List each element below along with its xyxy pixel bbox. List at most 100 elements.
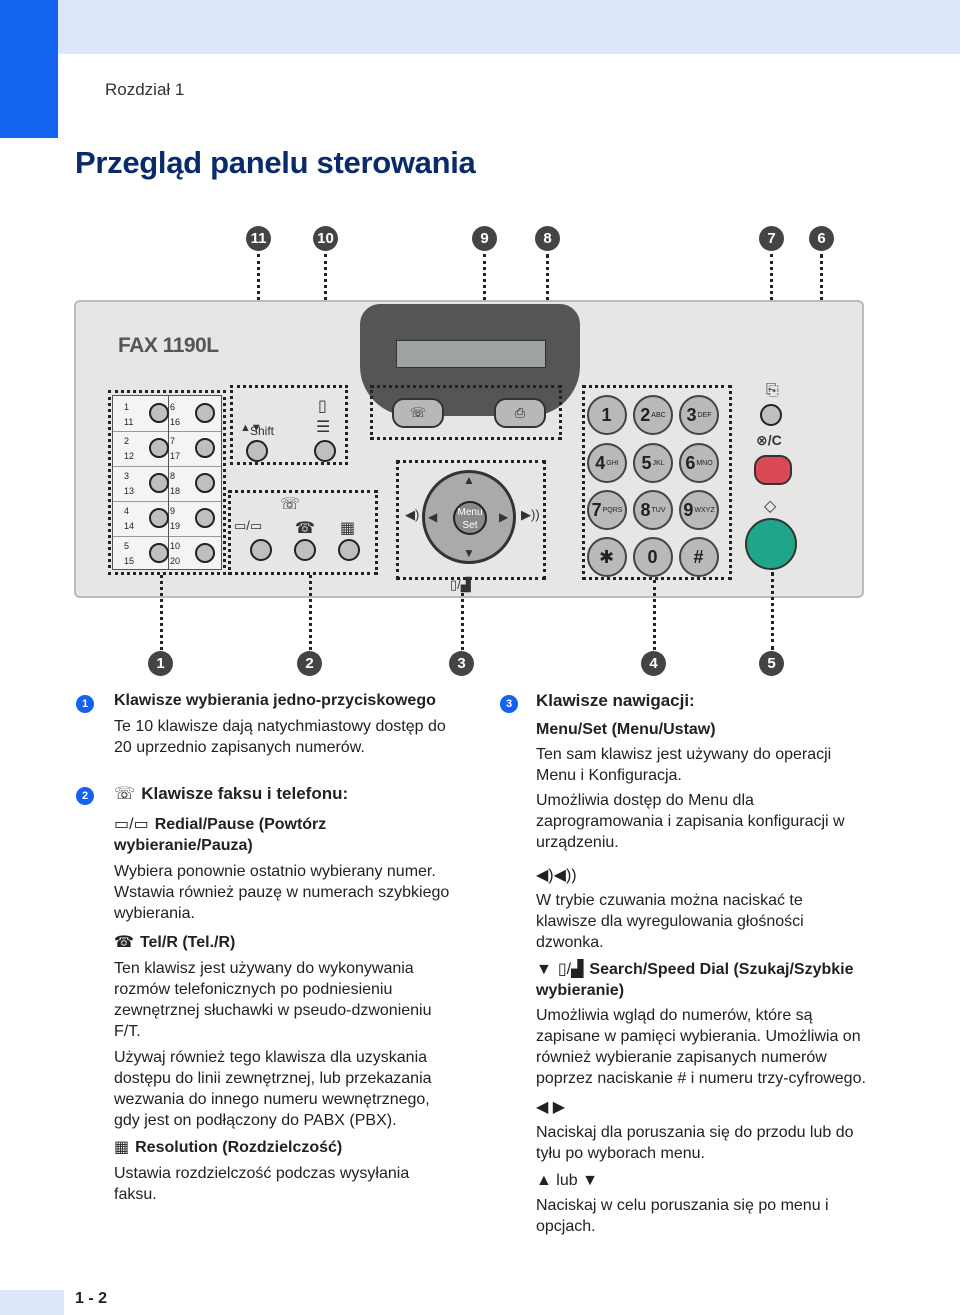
callout-4: 4: [641, 651, 666, 676]
one-touch-label: 11: [124, 417, 134, 427]
keypad-key-1[interactable]: 1: [587, 395, 627, 435]
hook-button[interactable]: [760, 404, 782, 426]
redial-pause-button[interactable]: [250, 539, 272, 561]
chapter-tab: [0, 0, 58, 138]
one-touch-button[interactable]: [149, 508, 169, 528]
one-touch-button[interactable]: [195, 403, 215, 423]
one-touch-label: 19: [170, 521, 181, 531]
copy-icon: ⎙: [514, 405, 526, 420]
model-name: FAX 1190L: [118, 334, 219, 357]
one-touch-label: 6: [170, 402, 176, 412]
nav-group-outline: [396, 460, 546, 580]
one-touch-button[interactable]: [149, 543, 169, 563]
leader-line: [309, 575, 312, 650]
start-button[interactable]: [745, 518, 797, 570]
item3-title: Klawisze nawigacji:: [536, 691, 695, 710]
lcd-display: [396, 340, 546, 368]
one-touch-label: 12: [124, 451, 135, 461]
fax-tel-icon: ☏: [114, 784, 136, 803]
search-speed-dial-icon: ▯/▟: [557, 961, 584, 978]
redial-desc: Wybiera ponownie ostatnio wybierany nume…: [114, 863, 450, 922]
redial-pause-icon: ▭/▭: [234, 518, 263, 533]
chapter-label: Rozdział 1: [105, 80, 185, 99]
one-touch-row: [113, 466, 221, 500]
menu-set-title: Menu/Set (Menu/Ustaw): [536, 721, 716, 738]
one-touch-button[interactable]: [195, 438, 215, 458]
one-touch-label: 4: [124, 506, 130, 516]
one-touch-label: 2: [124, 436, 130, 446]
volume-up-icon: ▶)): [521, 507, 540, 522]
item2-block: ☏Klawisze faksu i telefonu: ▭/▭Redial/Pa…: [114, 783, 454, 1205]
fax-tel-icon: ☏: [409, 405, 427, 420]
menu-label: Menu: [457, 507, 483, 518]
header-bar: [0, 0, 960, 54]
keypad-key-hash[interactable]: #: [679, 537, 719, 577]
one-touch-button[interactable]: [149, 473, 169, 493]
volume-up-icon: ◀)): [553, 867, 577, 884]
one-touch-button[interactable]: [149, 403, 169, 423]
one-touch-label: 7: [170, 436, 176, 446]
page-title: Przegląd panelu sterowania: [75, 145, 476, 180]
one-touch-label: 17: [170, 451, 181, 461]
menu-set-desc-1: Ten sam klawisz jest używany do operacji…: [536, 746, 832, 784]
tel-r-button[interactable]: [294, 539, 316, 561]
hook-icon: ⎘: [766, 382, 779, 399]
leader-line: [160, 575, 163, 650]
copy-button[interactable]: ⎙: [494, 398, 546, 428]
options-button[interactable]: [314, 440, 336, 462]
one-touch-button[interactable]: [149, 438, 169, 458]
tel-heading: ☎ Tel/R (Tel./R): [114, 932, 454, 953]
nav-down-arrow[interactable]: ▼: [463, 546, 475, 560]
page-number: 1 - 2: [75, 1290, 108, 1307]
fax-tel-icon: ☏: [280, 496, 301, 513]
nav-left-arrow[interactable]: ◀: [428, 510, 438, 524]
shift-group-outline: [230, 385, 348, 465]
callout-2: 2: [297, 651, 322, 676]
one-touch-label: 5: [124, 541, 130, 551]
one-touch-label: 9: [170, 506, 176, 516]
fax-tel-button[interactable]: ☏: [392, 398, 444, 428]
one-touch-row: [113, 431, 221, 465]
redial-heading: ▭/▭Redial/Pause (Powtórz wybieranie/Pauz…: [114, 814, 454, 856]
volume-heading: ◀)◀)): [536, 865, 866, 886]
tel-title: Tel/R (Tel./R): [139, 934, 236, 951]
one-touch-button[interactable]: [195, 508, 215, 528]
shift-label: Shift: [250, 424, 275, 438]
up-down-heading: ▲ lub ▼: [536, 1170, 866, 1191]
callout-8: 8: [535, 226, 560, 251]
resolution-icon: ▦: [114, 1139, 130, 1156]
item2-heading: ☏Klawisze faksu i telefonu:: [114, 783, 454, 804]
menu-set-button[interactable]: Menu Set: [453, 501, 487, 535]
volume-down-icon: ◀): [405, 507, 420, 522]
leader-line: [461, 593, 464, 650]
redial-title: Redial/Pause (Powtórz wybieranie/Pauza): [114, 816, 327, 854]
options-list-icon: ☰: [316, 419, 331, 436]
stop-exit-button[interactable]: [754, 455, 792, 485]
fax-tel-group-outline: [228, 490, 378, 575]
resolution-desc: Ustawia rozdzielczość podczas wysyłania …: [114, 1165, 410, 1203]
shift-button[interactable]: [246, 440, 268, 462]
keypad-key-0[interactable]: 0: [633, 537, 673, 577]
tel-r-icon: ☎: [114, 934, 134, 951]
nav-up-arrow[interactable]: ▲: [463, 473, 475, 487]
one-touch-label: 14: [124, 521, 135, 531]
set-label: Set: [462, 520, 478, 531]
nav-right-arrow[interactable]: ▶: [499, 510, 509, 524]
keypad-key-star[interactable]: ✱: [587, 537, 627, 577]
one-touch-button[interactable]: [195, 473, 215, 493]
fax-phone-keys-outline: [370, 385, 562, 440]
one-touch-label: 15: [124, 556, 135, 566]
menu-set-desc-2: Umożliwia dostęp do Menu dla zaprogramow…: [536, 792, 845, 851]
one-touch-button[interactable]: [195, 543, 215, 563]
item1-title: Klawisze wybierania jedno-przyciskowego: [114, 692, 436, 709]
resolution-button[interactable]: [338, 539, 360, 561]
callout-5: 5: [759, 651, 784, 676]
